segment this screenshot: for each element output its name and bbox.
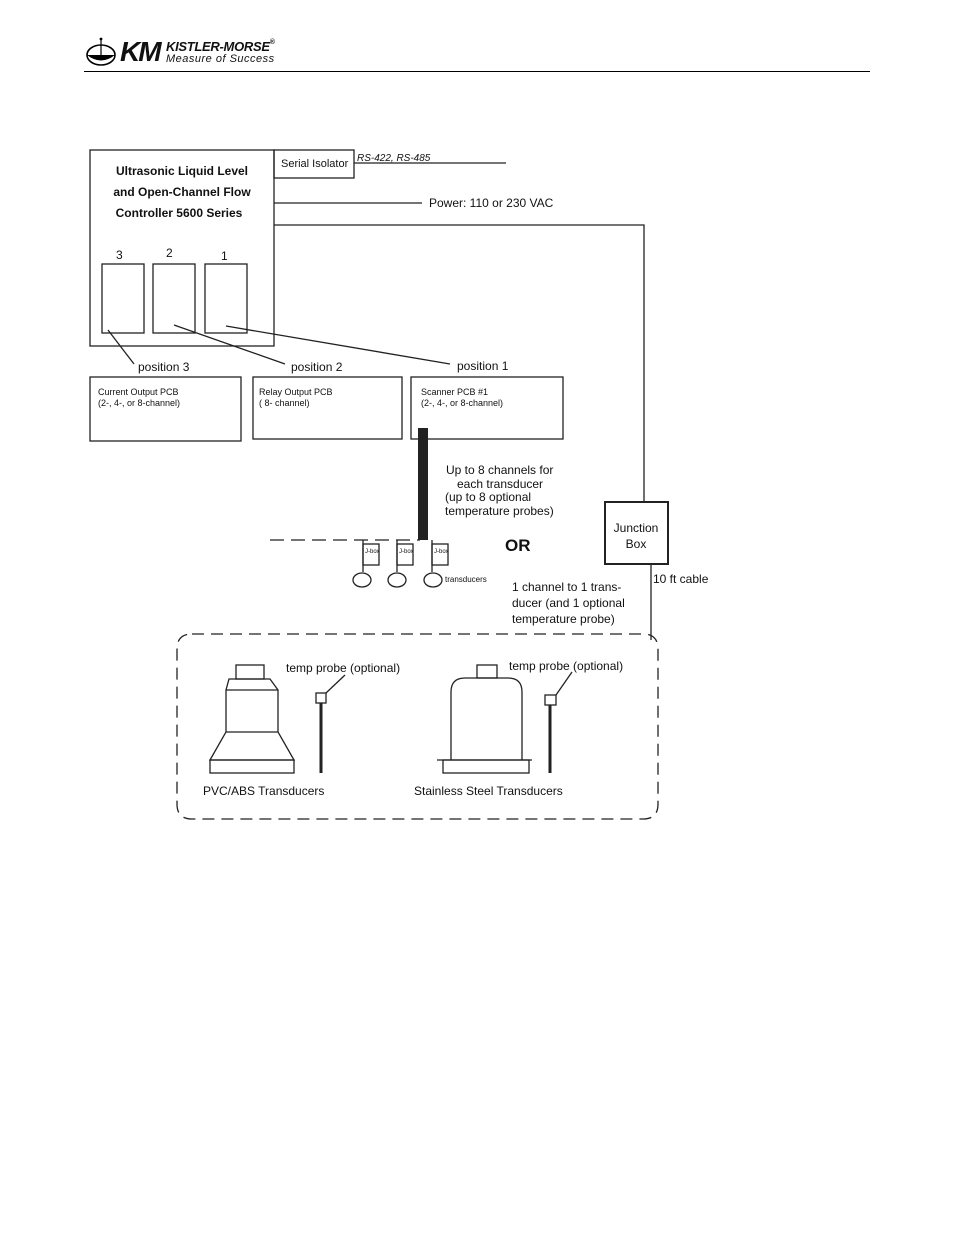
jbox-3 [431, 543, 449, 566]
junction-box-label-line2: Box [626, 537, 647, 551]
position-3-label: position 3 [138, 360, 190, 374]
serial-isolator-label: Serial Isolator [281, 158, 349, 170]
jbox-1-label: J-box [365, 549, 380, 555]
serial-isolator-box [273, 149, 355, 179]
junction-box-label-line1: Junction [614, 521, 659, 535]
temp-probe-label-steel: temp probe (optional) [509, 659, 623, 673]
slot-3 [101, 263, 145, 334]
controller-box [89, 149, 275, 347]
stainless-transducer-icon [437, 664, 532, 774]
transducer-options-enclosure [176, 633, 659, 820]
or-label: OR [505, 536, 531, 555]
registered-mark: ® [269, 39, 275, 46]
logo-emblem-icon [86, 37, 116, 66]
slot-label-1: 1 [221, 249, 228, 263]
temp-probe-icon [315, 674, 346, 773]
position-1-label: position 1 [457, 359, 509, 373]
scanner-pcb-detail: (2-, 4-, or 8-channel) [421, 398, 503, 408]
junction-box [604, 501, 669, 565]
serial-protocols-label: RS-422, RS-485 [357, 153, 431, 164]
relay-output-pcb-box [252, 376, 403, 440]
scanner-pcb-name: Scanner PCB #1 [421, 387, 488, 397]
jbox-1 [362, 543, 380, 566]
power-label: Power: 110 or 230 VAC [429, 196, 554, 210]
channels-note-line2: each transducer [457, 477, 543, 491]
transducer-3 [423, 572, 443, 588]
slot-label-2: 2 [166, 246, 173, 260]
single-channel-note-line3: temperature probe) [512, 612, 615, 626]
controller-title-line2: and Open-Channel Flow [113, 185, 251, 199]
single-channel-note-line2: ducer (and 1 optional [512, 596, 625, 610]
logo-letters: KM [120, 36, 162, 67]
position-2-label: position 2 [291, 360, 343, 374]
pvc-transducer-icon [208, 664, 296, 774]
transducers-label: transducers [445, 575, 487, 584]
pvc-transducers-label: PVC/ABS Transducers [203, 784, 324, 798]
current-output-pcb-name: Current Output PCB [98, 387, 179, 397]
single-channel-note-line1: 1 channel to 1 trans- [512, 580, 621, 594]
channels-note-line1: Up to 8 channels for [446, 463, 553, 477]
slot-2 [152, 263, 196, 334]
current-output-pcb-detail: (2-, 4-, or 8-channel) [98, 398, 180, 408]
relay-output-pcb-detail: ( 8- channel) [259, 398, 310, 408]
header-rule [84, 71, 870, 72]
channels-note-line4: temperature probes) [445, 504, 554, 518]
jbox-3-label: J-box [434, 549, 449, 555]
jbox-2-label: J-box [399, 549, 414, 555]
slot-label-3: 3 [116, 248, 123, 262]
controller-title-line1: Ultrasonic Liquid Level [116, 164, 248, 178]
transducer-1 [352, 572, 372, 588]
jbox-2 [396, 543, 414, 566]
controller-title-line3: Controller 5600 Series [116, 206, 243, 220]
scanner-pcb-box [410, 376, 564, 440]
slot-1 [204, 263, 248, 334]
company-name: KISTLER-MORSE® [166, 39, 275, 54]
relay-output-pcb-name: Relay Output PCB [259, 387, 333, 397]
temp-probe-icon [544, 671, 573, 773]
transducer-2 [387, 572, 407, 588]
cable-label: 10 ft cable [653, 572, 709, 586]
temp-probe-label-pvc: temp probe (optional) [286, 661, 400, 675]
current-output-pcb-box [89, 376, 242, 442]
steel-transducers-label: Stainless Steel Transducers [414, 784, 563, 798]
scanner-channel-cable [418, 428, 428, 540]
channels-note-line3: (up to 8 optional [445, 490, 531, 504]
company-name-text: KISTLER-MORSE [166, 39, 270, 54]
company-tagline: Measure of Success [166, 53, 275, 65]
